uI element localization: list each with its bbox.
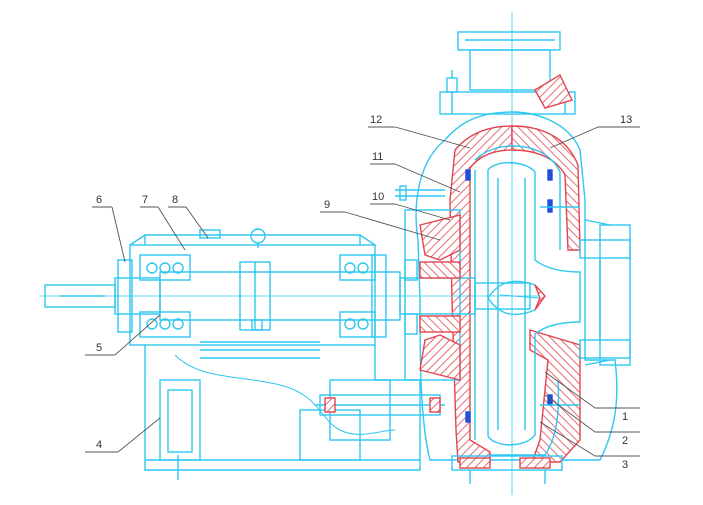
callout-4: 4: [96, 439, 102, 451]
volute-casing: [415, 111, 631, 463]
leader-7-slant: [157, 206, 186, 251]
impeller: [487, 162, 581, 446]
leader-9-slant: [344, 211, 441, 241]
leader-3-slant: [539, 421, 596, 457]
stuffing-box: [395, 185, 461, 381]
bearing-assembly: [117, 228, 387, 359]
callout-5: 5: [96, 342, 102, 354]
callout-9: 9: [324, 199, 330, 211]
leader-13-slant: [549, 126, 599, 149]
leader-5-slant: [114, 314, 161, 356]
leader-lines: [85, 126, 640, 457]
callout-3: 3: [622, 459, 628, 471]
leader-4-slant: [117, 417, 161, 453]
callout-6: 6: [96, 194, 102, 206]
callout-11: 11: [372, 151, 383, 163]
callout-10: 10: [372, 191, 384, 203]
callout-8: 8: [172, 194, 178, 206]
leader-6-slant: [111, 206, 126, 263]
callout-12: 12: [370, 114, 382, 126]
callout-2: 2: [622, 435, 628, 447]
callout-1: 1: [622, 411, 628, 423]
leader-11-slant: [394, 163, 461, 193]
discharge-flange: [439, 31, 576, 115]
leader-2-slant: [544, 394, 596, 433]
leader-12-slant: [394, 126, 471, 149]
leader-1-slant: [544, 371, 596, 409]
callout-labels: 1 2 3 4 5 6 7 8 9 10 11 12 13: [96, 114, 632, 471]
leader-8-slant: [185, 206, 209, 239]
leader-10-slant: [394, 203, 451, 221]
callout-7: 7: [142, 194, 148, 206]
base-frame: [144, 345, 563, 484]
callout-13: 13: [620, 114, 632, 126]
